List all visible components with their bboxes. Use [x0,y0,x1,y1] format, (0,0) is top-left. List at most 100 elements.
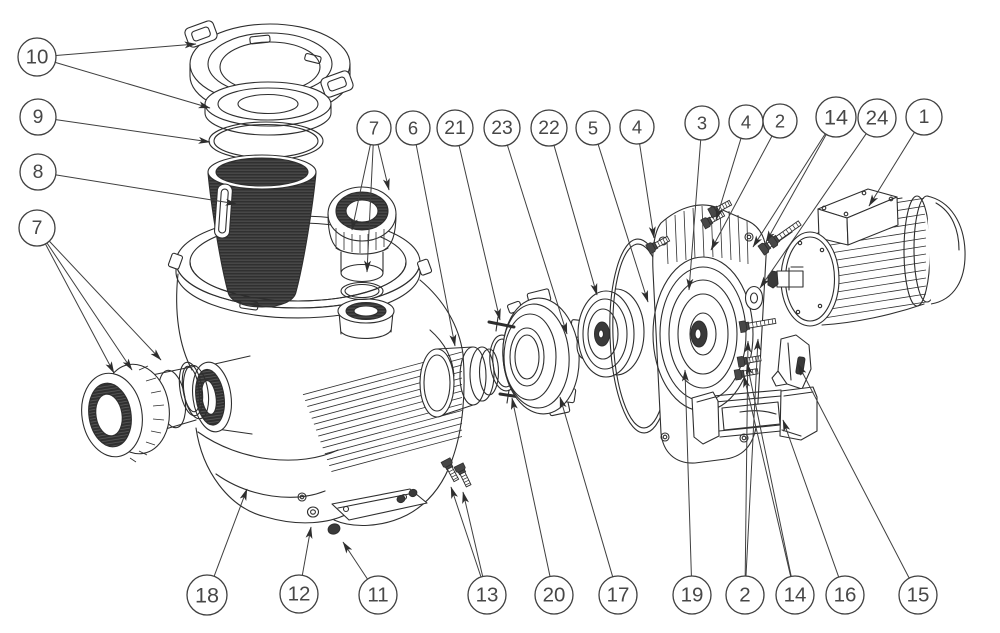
balloon-number: 9 [33,106,44,128]
balloon-circle [186,574,228,616]
balloon-number: 23 [491,117,513,139]
balloon-circle [18,209,56,247]
balloon-number: 20 [543,584,566,607]
leader-line [681,369,692,577]
balloon-circle [356,110,392,146]
balloon-number: 3 [697,113,707,134]
balloon-6-5: 6 [395,110,457,347]
leader-line [506,145,568,335]
leader-line [597,144,649,303]
discharge-union [327,186,397,301]
motor [767,188,966,327]
balloon-number: 7 [369,118,379,139]
balloon-circle [530,109,568,147]
balloon-number: 14 [784,584,807,607]
bell-adapter [419,346,500,418]
leader-line [639,143,656,239]
leader-line [553,145,598,296]
balloon-23-7: 23 [483,109,568,335]
balloon-12-18: 12 [279,526,319,614]
balloon-22-8: 22 [530,109,598,296]
balloon-circle [19,98,57,136]
leader-line [44,243,115,374]
balloon-circle [905,98,943,136]
leader-line [559,396,614,577]
balloon-circle [815,96,857,138]
balloon-number: 24 [866,107,889,130]
leader-line [868,132,915,207]
balloon-circle [619,109,655,145]
balloon-circle [483,109,521,147]
leader-line [55,174,238,206]
balloon-number: 19 [681,584,704,607]
balloon-number: 4 [741,112,751,133]
leader-line [301,526,313,576]
leader-line [510,397,551,577]
lid-oring [208,121,324,161]
balloon-24-15: 24 [759,98,897,289]
balloon-circle [575,110,611,146]
balloon-circle [598,575,638,615]
leader-line [351,144,371,231]
leader-line [450,486,482,578]
balloon-circle [857,98,897,138]
balloon-5-9: 5 [575,110,649,303]
strainer-lid [204,81,332,136]
balloon-2-13: 2 [710,103,798,251]
balloon-1-16: 1 [868,98,943,207]
balloon-number: 1 [919,106,930,128]
balloon-number: 10 [26,46,49,69]
leader-line [55,41,197,56]
leader-line [377,144,390,191]
inlet-union [81,361,210,463]
balloon-circle [825,575,865,615]
leader-line [46,242,133,371]
balloon-number: 22 [538,117,560,139]
leader-line [743,375,792,577]
balloon-number: 5 [588,118,598,139]
balloon-circle [19,153,57,191]
balloon-4-12: 4 [715,104,764,221]
leader-line [364,144,374,273]
leader-line [415,144,457,347]
leader-line [462,491,484,577]
balloon-8-2: 8 [19,153,238,206]
leader-line [752,133,826,248]
motor-bracket [771,334,812,390]
leader-line [797,363,910,579]
balloon-10: 10 [17,37,211,109]
balloon-number: 21 [444,117,466,139]
balloon-number: 12 [288,583,311,606]
balloon-number: 18 [195,583,219,608]
balloon-14-14: 14 [752,96,857,248]
balloon-number: 7 [32,217,43,239]
balloon-circle [898,575,938,615]
balloon-7-3: 7 [18,209,162,374]
leader-line [715,138,742,221]
balloon-17-22: 17 [559,396,638,615]
balloon-circle [395,110,431,146]
balloon-circle [684,105,720,141]
leader-line [55,61,211,109]
balloon-21-6: 21 [436,109,501,321]
leader-line [55,119,211,144]
balloon-number: 17 [607,584,630,607]
balloon-13-20: 13 [450,486,507,615]
balloon-circle [436,109,474,147]
balloon-7-4: 7 [351,110,392,273]
leader-line [213,488,248,577]
balloon-14-25: 14 [743,362,815,615]
balloon-circle [672,575,712,615]
balloon-18-17: 18 [186,488,248,616]
balloon-number: 4 [632,117,642,138]
balloon-16-26: 16 [782,419,865,615]
balloon-number: 8 [33,161,44,183]
impeller [577,288,645,378]
balloon-number: 11 [367,584,388,607]
balloon-number: 13 [476,584,499,607]
balloon-circle [775,575,815,615]
balloon-circle [17,37,57,77]
leader-line [686,139,702,291]
